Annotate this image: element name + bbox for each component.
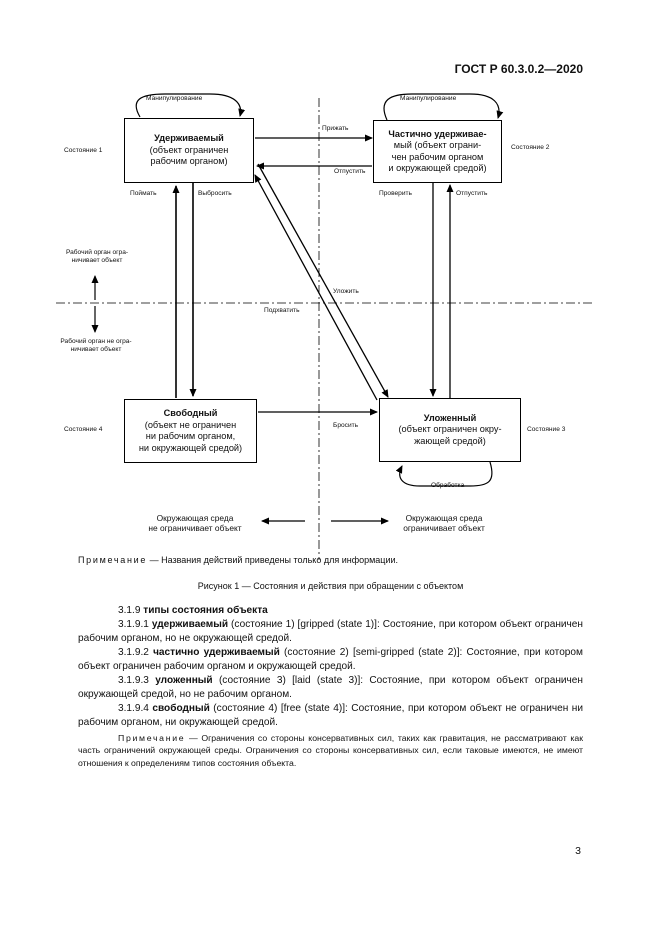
state-1-desc-line-1: (объект ограничен bbox=[149, 144, 229, 155]
env-label-right-line-1: Окружающая среда bbox=[405, 513, 483, 523]
figure-caption: Рисунок 1 — Состояния и действия при обр… bbox=[197, 581, 464, 591]
def-4-term: свободный bbox=[152, 703, 210, 714]
label-manipulation-1: Манипулирование bbox=[146, 95, 203, 102]
def-1-number: 3.1.9.1 bbox=[118, 619, 149, 630]
arrow-lay bbox=[257, 163, 389, 398]
label-press: Прижать bbox=[322, 125, 349, 132]
state-2-box: Частично удерживае- мый (объект ограни- … bbox=[373, 120, 502, 183]
env-label-right: Окружающая среда ограничивает объект bbox=[384, 513, 504, 533]
standard-code: ГОСТ Р 60.3.0.2—2020 bbox=[454, 62, 583, 76]
state-2-desc-line-1: мый (объект ограни- bbox=[393, 140, 482, 150]
label-manipulation-2: Манипулирование bbox=[400, 95, 457, 102]
env-label-right-line-2: ограничивает объект bbox=[403, 523, 485, 533]
side-label-constrains-line-1: Рабочий орган огра- bbox=[65, 249, 129, 256]
state-3-title: Уложенный bbox=[423, 412, 477, 423]
state-1-title: Удерживаемый bbox=[154, 133, 224, 144]
label-release-right: Отпустить bbox=[456, 190, 488, 197]
state-4-desc-line-3: ни окружающей средой) bbox=[138, 442, 243, 453]
def-2-number: 3.1.9.2 bbox=[118, 647, 149, 658]
section-note-prefix: Примечание bbox=[118, 733, 186, 743]
state-2-label: Состояние 2 bbox=[511, 144, 550, 151]
state-1-desc-line-2: рабочим органом) bbox=[150, 156, 228, 167]
figure-note-text: — Названия действий приведены только для… bbox=[147, 555, 399, 565]
label-pick-up: Подхватить bbox=[264, 307, 300, 314]
label-lay: Уложить bbox=[333, 288, 359, 295]
definition-2: 3.1.9.2 частично удерживаемый (состояние… bbox=[78, 646, 583, 674]
manip-loop-2 bbox=[383, 93, 504, 121]
page-number: 3 bbox=[575, 845, 581, 857]
definition-3: 3.1.9.3 уложенный (состояние 3) [laid (s… bbox=[78, 674, 583, 702]
def-3-number: 3.1.9.3 bbox=[118, 675, 149, 686]
side-label-constrains: Рабочий орган огра- ничивает объект bbox=[46, 249, 148, 265]
state-4-desc-line-1: (объект не ограничен bbox=[144, 419, 237, 430]
section-note: Примечание — Ограничения со стороны конс… bbox=[78, 732, 583, 769]
state-4-box: Свободный (объект не ограничен ни рабочи… bbox=[124, 399, 257, 463]
state-diagram: Удерживаемый (объект ограничен рабочим о… bbox=[44, 93, 592, 560]
env-label-left-line-1: Окружающая среда bbox=[156, 513, 234, 523]
section-note-text: — Ограничения со стороны консервативных … bbox=[78, 733, 583, 768]
state-1-label: Состояние 1 bbox=[64, 147, 103, 154]
definition-4: 3.1.9.4 свободный (состояние 4) [free (s… bbox=[78, 702, 583, 730]
section-heading: 3.1.9 типы состояния объекта bbox=[78, 604, 583, 618]
env-label-left: Окружающая среда не ограничивает объект bbox=[130, 513, 260, 533]
def-3-text: (состояние 3) [laid (state 3)]: Состояни… bbox=[78, 675, 583, 700]
state-4-label: Состояние 4 bbox=[64, 426, 103, 433]
label-catch: Поймать bbox=[130, 190, 157, 197]
state-3-desc-line-2: жающей средой) bbox=[414, 435, 486, 446]
figure-note-prefix: Примечание bbox=[78, 555, 148, 565]
state-2-title: Частично удерживае- bbox=[388, 128, 487, 139]
def-4-number: 3.1.9.4 bbox=[118, 703, 149, 714]
manip-loop-1 bbox=[135, 93, 246, 118]
label-throw: Выбросить bbox=[198, 190, 232, 197]
label-check: Проверить bbox=[379, 190, 412, 197]
arrow-pick-up bbox=[254, 174, 378, 401]
label-processing: Обработка bbox=[431, 482, 465, 489]
def-2-term: частично удерживаемый bbox=[153, 647, 280, 658]
state-2-desc-line-3: и окружающей средой) bbox=[388, 163, 487, 173]
label-drop: Бросить bbox=[333, 422, 359, 429]
side-label-not-constrains-line-2: ничивает объект bbox=[70, 346, 122, 353]
label-release-top: Отпустить bbox=[334, 168, 366, 175]
state-3-desc-line-1: (объект ограничен окру- bbox=[398, 424, 502, 435]
side-label-not-constrains-line-1: Рабочий орган не огра- bbox=[60, 338, 132, 345]
def-1-term: удерживаемый bbox=[151, 619, 229, 630]
state-3-label: Состояние 3 bbox=[527, 426, 566, 433]
state-3-box: Уложенный (объект ограничен окру- жающей… bbox=[379, 398, 521, 462]
def-1-text: (состояние 1) [gripped (state 1)]: Состо… bbox=[78, 619, 583, 644]
state-4-desc-line-2: ни рабочим органом, bbox=[145, 431, 236, 441]
state-1-box: Удерживаемый (объект ограничен рабочим о… bbox=[124, 118, 254, 183]
diagram-lines bbox=[56, 93, 592, 560]
def-2-text: (состояние 2) [semi-gripped (state 2)]: … bbox=[78, 647, 583, 672]
def-4-text: (состояние 4) [free (state 4)]: Состояни… bbox=[78, 703, 583, 728]
section-title: типы состояния объекта bbox=[143, 605, 268, 616]
side-label-not-constrains: Рабочий орган не огра- ничивает объект bbox=[44, 338, 148, 354]
side-label-constrains-line-2: ничивает объект bbox=[71, 257, 123, 264]
figure-note: Примечание — Названия действий приведены… bbox=[78, 555, 398, 565]
processing-loop bbox=[395, 461, 493, 487]
state-4-title: Свободный bbox=[163, 408, 218, 418]
state-2-desc-line-2: чен рабочим органом bbox=[391, 151, 484, 162]
definition-1: 3.1.9.1 удерживаемый (состояние 1) [grip… bbox=[78, 618, 583, 646]
def-3-term: уложенный bbox=[155, 675, 213, 686]
section-number: 3.1.9 bbox=[118, 605, 141, 616]
env-label-left-line-2: не ограничивает объект bbox=[148, 523, 242, 533]
